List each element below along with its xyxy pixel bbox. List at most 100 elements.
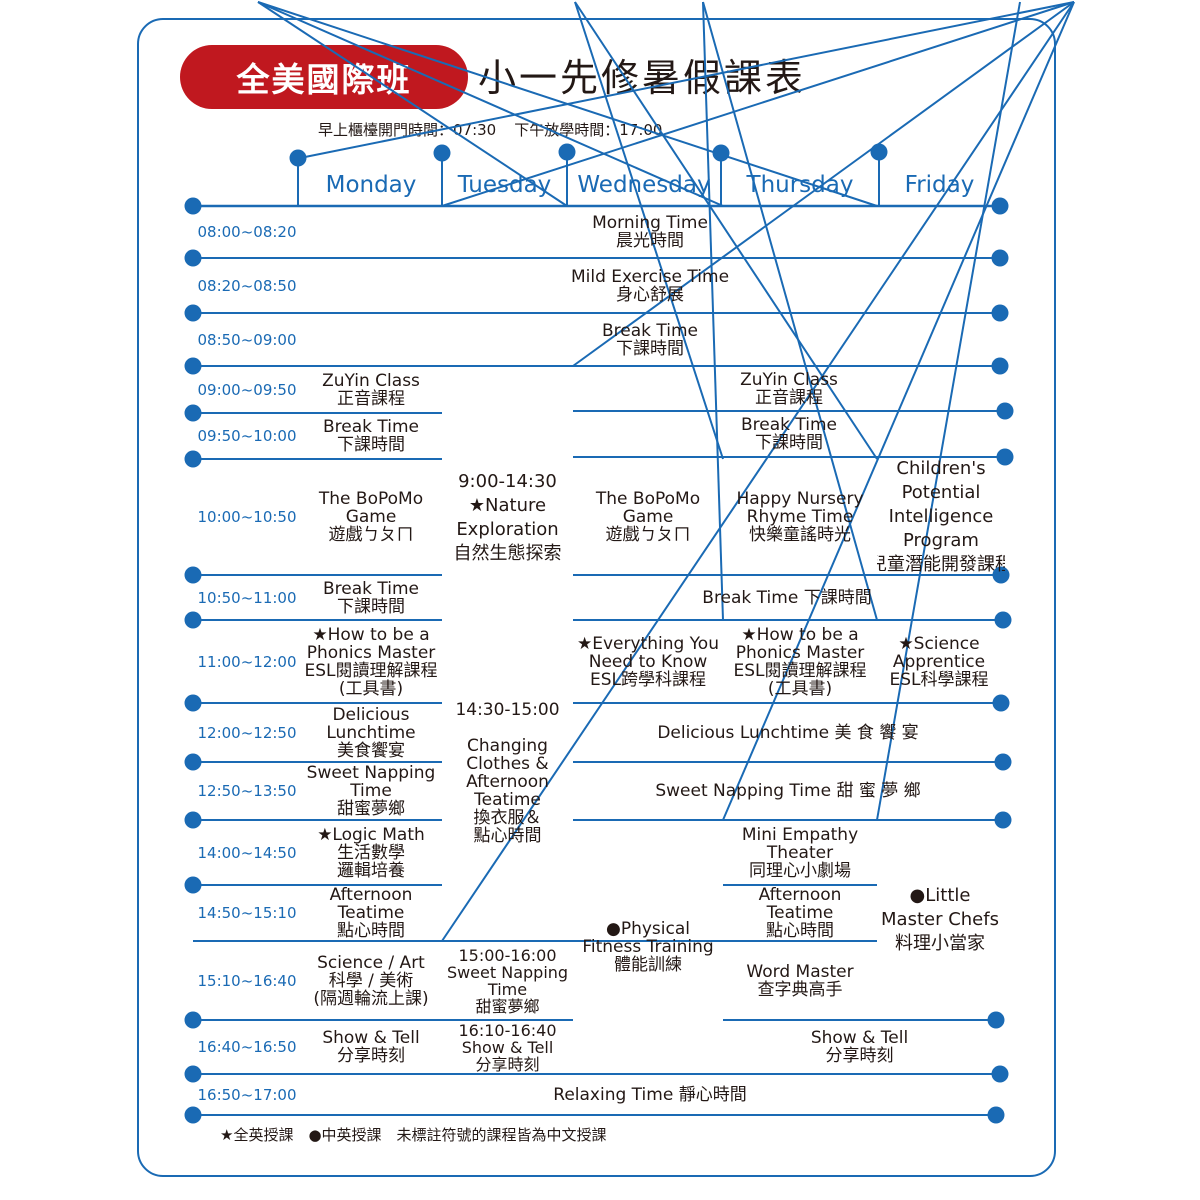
time-slot-label: 15:10~16:40 xyxy=(197,971,297,990)
cell-text-line: Teatime xyxy=(337,903,405,923)
time-slot-label: 08:20~08:50 xyxy=(197,276,297,295)
cell-text-line: (工具書) xyxy=(767,678,833,699)
cell-text-line: ESL科學課程 xyxy=(889,669,989,690)
cell-text-line: Game xyxy=(622,507,674,527)
timeline-dot xyxy=(184,1011,202,1029)
cell-text-line: 晨光時間 xyxy=(616,231,684,251)
cell-text-line: Program xyxy=(903,530,979,551)
cell-text-line: 分享時刻 xyxy=(337,1046,405,1066)
time-slot-label: 12:50~13:50 xyxy=(197,782,297,800)
cell-text-line: 正音課程 xyxy=(337,388,405,409)
cell-text-line: 美食饗宴 xyxy=(337,740,405,761)
cell-text-line: Sweet Napping xyxy=(446,962,569,982)
timeline-dot xyxy=(184,357,202,375)
timeline-dot xyxy=(184,304,202,322)
cell-text-line: 點心時間 xyxy=(473,826,542,846)
cell-text-line: Clothes & xyxy=(466,754,549,774)
day-thursday: Thursday xyxy=(746,172,854,198)
cell-text-line: Break Time xyxy=(322,417,419,437)
timeline-dot xyxy=(184,566,202,584)
cell-text-line: The BoPoMo xyxy=(595,489,701,509)
cell-wf-break-1050: Break Time 下課時間 xyxy=(573,575,1001,620)
cell-text-line: Apprentice xyxy=(892,651,986,672)
timeline-dot xyxy=(996,448,1014,466)
time-slot-label: 12:00~12:50 xyxy=(197,723,297,742)
cell-text-line: Mild Exercise Time xyxy=(570,266,730,287)
open-time: 早上櫃檯開門時間：07:30 xyxy=(318,121,497,139)
cell-text-line: Master Chefs xyxy=(881,909,999,930)
cell-text-line: 科學 / 美術 xyxy=(328,970,414,991)
day-tuesday: Tuesday xyxy=(457,172,552,198)
time-slot-label: 11:00~12:00 xyxy=(197,652,297,671)
cell-text-line: 遊戲ㄅㄆㄇ xyxy=(605,525,691,545)
cell-text-line: 邏輯培養 xyxy=(337,860,405,881)
cell-text-line xyxy=(505,719,510,737)
cell-text-line: 分享時刻 xyxy=(475,1054,540,1074)
cell-text-line: Time xyxy=(487,979,528,999)
cell-text-line: 身心舒展 xyxy=(616,284,684,305)
timeline-dot xyxy=(991,1065,1009,1083)
cell-text-line: Game xyxy=(345,507,397,527)
time-slot-label: 14:50~15:10 xyxy=(197,904,297,922)
day-friday: Friday xyxy=(904,172,975,198)
cell-text-line: Changing xyxy=(467,736,548,756)
timeline-dot xyxy=(987,1011,1005,1029)
cell-text-line: Fitness Training xyxy=(582,937,714,957)
cell-text-line: Sweet Napping xyxy=(306,763,436,783)
cell-text-line: (隔週輪流上課) xyxy=(313,988,429,1009)
cell-text-line: Sweet Napping Time 甜 蜜 夢 鄉 xyxy=(655,781,921,801)
timeline-dot xyxy=(184,404,202,422)
brand-badge: 全美國際班 xyxy=(180,45,468,109)
cell-text-line: (工具書) xyxy=(338,678,404,699)
timeline-dot xyxy=(992,694,1010,712)
cell-text-line: Mini Empathy xyxy=(741,824,859,845)
cell-text-line: 查字典高手 xyxy=(757,979,843,1000)
time-slot-label: 16:40~16:50 xyxy=(197,1038,297,1056)
cell-text-line: Phonics Master xyxy=(735,642,865,663)
page-frame xyxy=(137,18,1056,1177)
timeline-dot xyxy=(991,304,1009,322)
timeline-dot xyxy=(184,811,202,829)
timeline-dot xyxy=(184,1065,202,1083)
close-time: 下午放學時間：17:00 xyxy=(514,121,663,139)
timeline-dot xyxy=(991,197,1009,215)
cell-text-line: Teatime xyxy=(474,790,541,810)
time-slot-label: 10:50~11:00 xyxy=(197,588,297,607)
cell-text-line: Lunchtime xyxy=(326,722,416,743)
cell-text-line: Happy Nursery xyxy=(736,489,864,509)
cell-text-line: Children's xyxy=(896,459,986,479)
cell-text-line: ESL閱讀理解課程 xyxy=(733,660,867,681)
cell-text-line: Teatime xyxy=(766,903,834,923)
time-slot-label: 09:50~10:00 xyxy=(197,427,297,445)
cell-text-line: Word Master xyxy=(746,961,854,982)
timeline-dot xyxy=(996,402,1014,420)
cell-wf-lunch: Delicious Lunchtime 美 食 饗 宴 xyxy=(573,703,1003,762)
timeline-dot xyxy=(184,694,202,712)
timeline-dot xyxy=(184,249,202,267)
cell-text-line: Break Time xyxy=(601,320,698,341)
cell-text-line: Science / Art xyxy=(317,952,425,973)
cell-text-line: ●Physical xyxy=(606,919,690,939)
cell-text-line: ★Nature xyxy=(468,495,547,516)
cell-text-line: 遊戲ㄅㄆㄇ xyxy=(328,525,414,545)
cell-text-line: Delicious Lunchtime 美 食 饗 宴 xyxy=(657,722,919,743)
cell-text-line: Rhyme Time xyxy=(746,507,854,527)
